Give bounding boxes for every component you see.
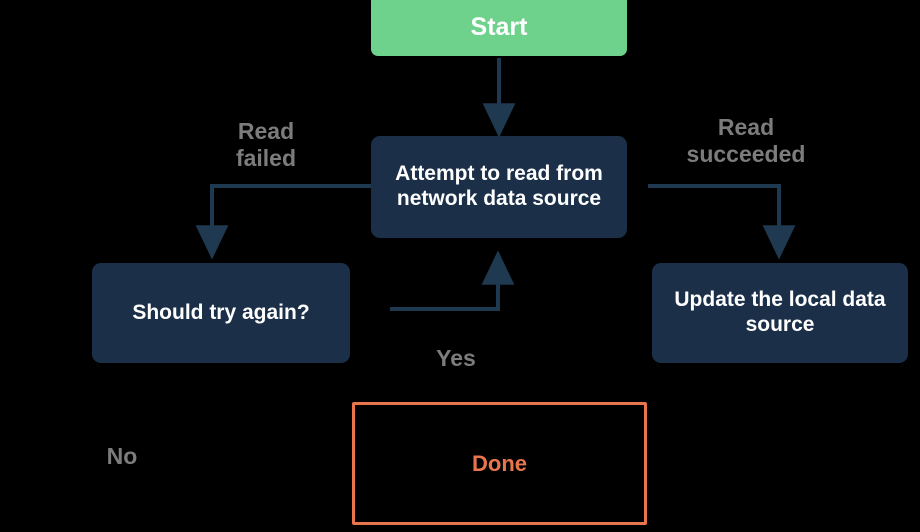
node-attempt-to-read[interactable]: Attempt to read from network data source [371, 136, 627, 238]
edge-label-yes: Yes [436, 345, 476, 371]
edge-label-no: No [106, 443, 138, 469]
node-done[interactable]: Done [352, 402, 647, 525]
edge-label-read-succeeded: Read succeeded [686, 114, 806, 167]
node-start[interactable]: Start [371, 0, 627, 56]
node-should-try-again[interactable]: Should try again? [92, 263, 350, 363]
node-update-local-data-source[interactable]: Update the local data source [652, 263, 908, 363]
edge-process-to-decision [195, 184, 371, 260]
edge-process-to-update [648, 184, 796, 260]
edge-label-read-failed: Read failed [235, 118, 297, 171]
edge-decision-to-process [390, 250, 515, 311]
